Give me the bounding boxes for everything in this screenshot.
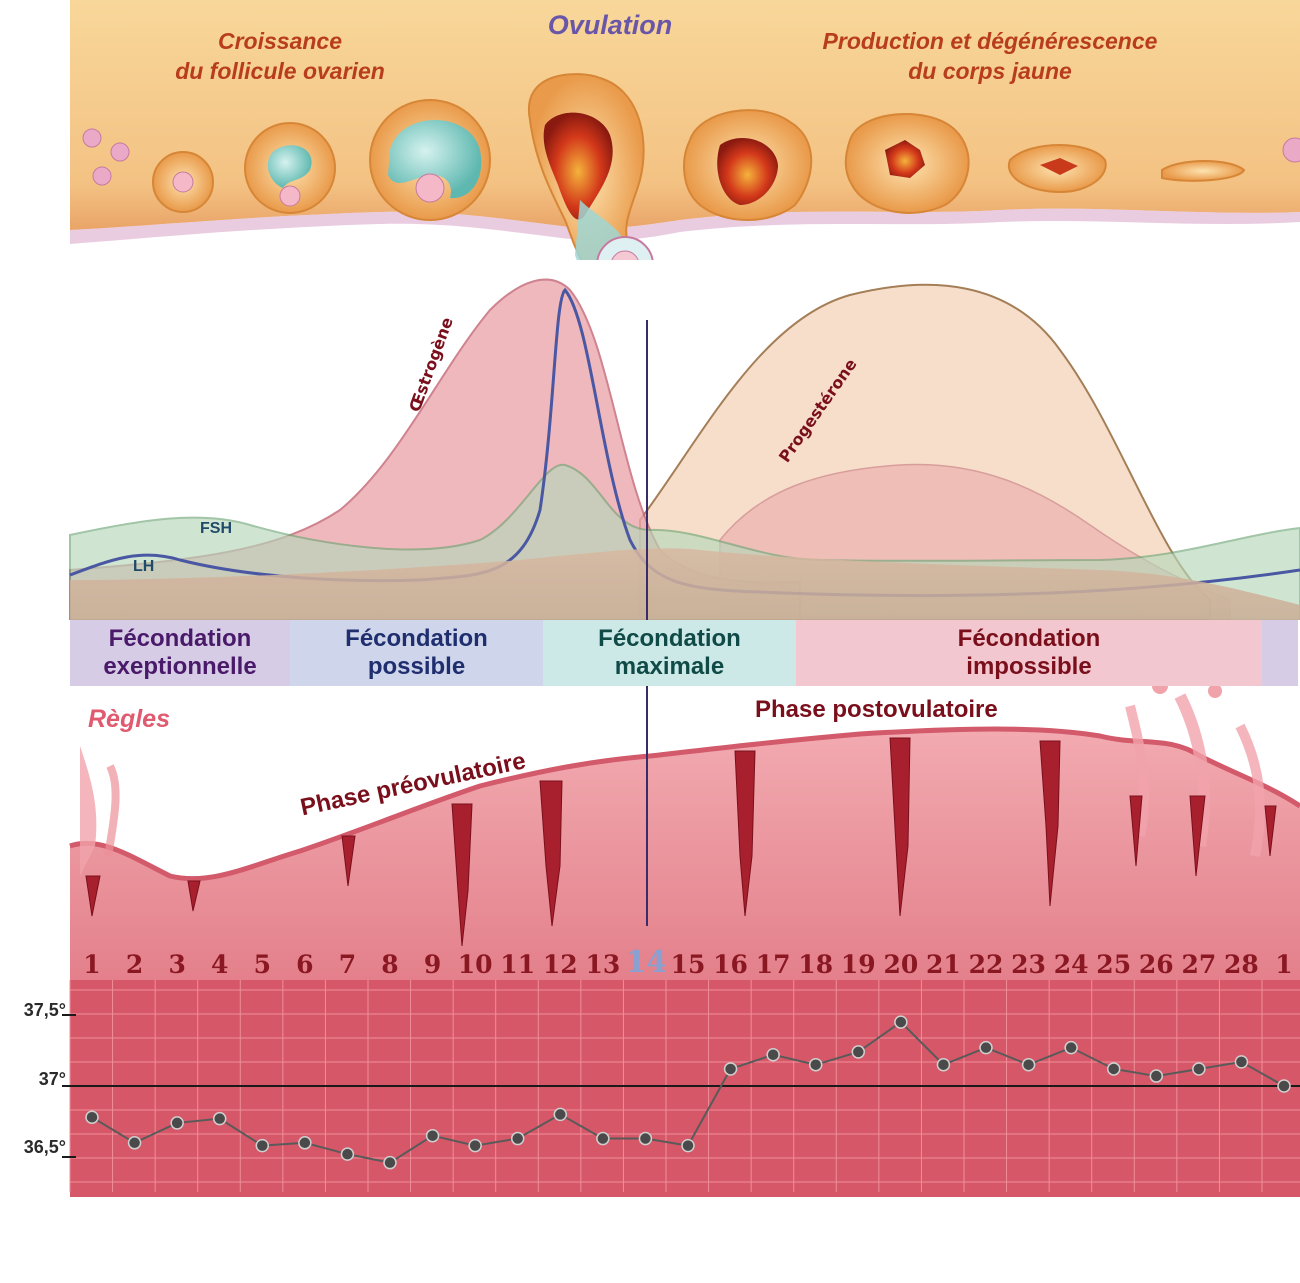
temperature-point	[1192, 1062, 1206, 1076]
band-1-line1: Fécondation	[108, 625, 252, 652]
day-number: 26	[1138, 950, 1174, 979]
day-number: 28	[1224, 950, 1259, 979]
lh-label: LH	[133, 558, 155, 575]
day-number: 12	[542, 950, 578, 979]
day-number: 22	[968, 950, 1004, 979]
temperature-point	[212, 1111, 227, 1126]
day-number: 9	[423, 950, 442, 979]
day-number: 5	[253, 950, 271, 979]
temperature-point	[936, 1057, 951, 1072]
day-number: 4	[211, 950, 229, 979]
temperature-point	[723, 1062, 738, 1076]
corpus-luteum-title-line1: Production et dégénérescence	[822, 28, 1158, 54]
temperature-point	[425, 1128, 440, 1143]
regles-label: Règles	[88, 705, 170, 733]
band-4-line2: impossible	[966, 653, 1092, 680]
temp-chart-bg	[70, 980, 1300, 1197]
hormone-curves	[69, 260, 1300, 620]
postovulatory-phase-label: Phase postovulatoire	[755, 696, 998, 723]
endometrium-illustration	[0, 686, 1300, 986]
temperature-point	[681, 1138, 695, 1153]
day-number: 8	[381, 950, 399, 979]
temperature-point	[383, 1155, 397, 1170]
day-number: 10	[457, 950, 493, 979]
temp-axis-label-37-5: 37,5°	[23, 1000, 66, 1020]
band-1-line2: exeptionnelle	[103, 653, 257, 680]
temperature-point	[1064, 1040, 1078, 1055]
temperature-point	[808, 1057, 823, 1072]
day-number: 18	[798, 950, 834, 979]
day-number: 6	[296, 950, 314, 979]
temperature-point	[1106, 1062, 1121, 1076]
temperature-point	[85, 1110, 99, 1124]
day-number: 3	[168, 950, 186, 979]
temperature-point	[851, 1045, 866, 1059]
ovary-illustration	[70, 0, 1300, 294]
day-number: 25	[1096, 950, 1132, 979]
temperature-point	[894, 1015, 908, 1029]
temperature-point	[1234, 1055, 1249, 1069]
day-number: 15	[670, 950, 706, 979]
day-number: 17	[755, 950, 791, 979]
temp-axis-label-37: 37°	[38, 1069, 66, 1089]
day-number: 27	[1181, 950, 1217, 979]
temperature-point	[638, 1131, 653, 1146]
band-4-line1: Fécondation	[957, 625, 1101, 652]
day-number: 20	[883, 950, 919, 979]
ovulation-title: Ovulation	[547, 10, 673, 40]
temperature-point	[1277, 1079, 1291, 1093]
temperature-point	[553, 1107, 568, 1122]
corpus-luteum-title-line2: du corps jaune	[908, 58, 1072, 84]
day-number: 16	[713, 950, 748, 979]
day-number: 14	[625, 945, 668, 980]
band-3-line1: Fécondation	[598, 625, 741, 652]
day-number: 19	[840, 950, 876, 979]
fsh-label: FSH	[200, 520, 232, 537]
day-number: 1	[83, 950, 101, 979]
day-number: 23	[1011, 950, 1046, 979]
fertility-band-next-cycle	[1262, 620, 1298, 686]
day-number: 2	[125, 950, 144, 979]
temperature-point	[468, 1138, 482, 1153]
day-number: 1	[1275, 950, 1293, 979]
day-number: 24	[1053, 950, 1089, 979]
temperature-point	[298, 1136, 312, 1150]
temperature-point	[170, 1116, 184, 1130]
day-number: 7	[338, 950, 357, 979]
band-2-line1: Fécondation	[345, 625, 488, 652]
temperature-chart	[62, 980, 1300, 1197]
temperature-point	[255, 1138, 270, 1153]
temperature-point	[127, 1136, 142, 1150]
temperature-point	[596, 1131, 610, 1146]
footer-blank	[0, 1197, 1300, 1283]
follicle-growth-title-line1: Croissance	[217, 28, 342, 54]
temperature-point	[510, 1131, 525, 1146]
band-3-line2: maximale	[614, 653, 725, 680]
temperature-point	[979, 1040, 993, 1055]
temperature-point	[1149, 1069, 1164, 1083]
temperature-point	[766, 1048, 780, 1062]
day-number: 11	[500, 950, 536, 979]
follicle-growth-title-line2: du follicule ovarien	[175, 58, 385, 84]
day-number: 21	[926, 950, 961, 979]
temperature-point	[1021, 1057, 1036, 1072]
temperature-point	[340, 1147, 355, 1161]
day-number: 13	[585, 950, 621, 979]
temp-axis-label-36-5: 36,5°	[23, 1137, 66, 1157]
band-2-line2: possible	[367, 653, 466, 680]
